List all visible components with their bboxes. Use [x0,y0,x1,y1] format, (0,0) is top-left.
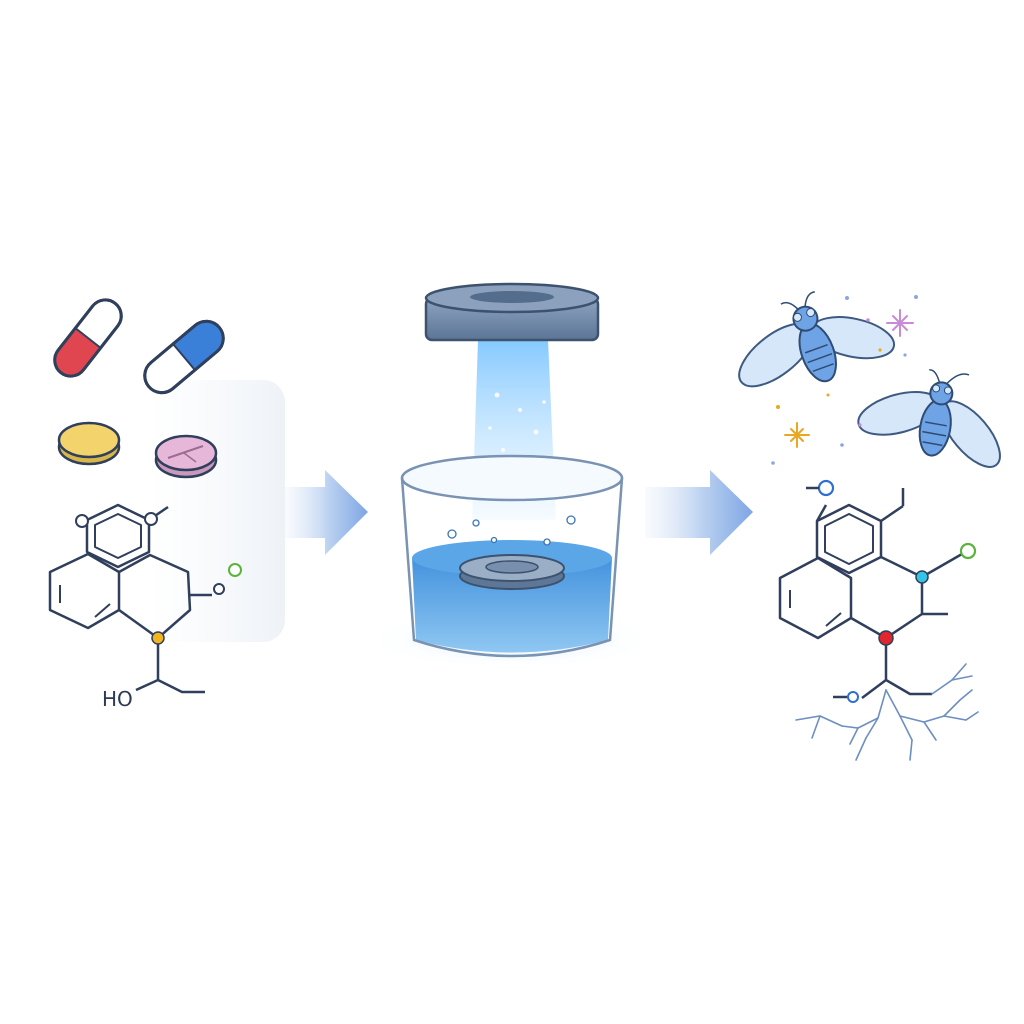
molecule-node-red [878,630,894,646]
molecule-node-green [959,542,977,560]
molecule-node-side [213,583,225,595]
molecule-node-top-right [144,512,158,526]
fly-icon [738,291,896,388]
molecule-node-yellow [151,631,165,645]
hydroxyl-label: HO [102,687,133,711]
arrow-left-to-center [285,470,368,555]
sparkle-icon [784,309,914,448]
capsule-blue-icon [143,319,225,395]
molecule-node-bottom [847,691,859,703]
sparkle-dots [771,295,918,465]
neuron-branch-icon [795,663,979,761]
molecule-node-cyan [915,570,929,584]
left-backdrop-panel [150,380,285,642]
molecule-node-blue [817,479,835,497]
fly-icon [857,369,1001,468]
capsule-red-icon [53,298,123,378]
tablet-pink-icon [154,434,218,479]
molecule-icon [778,488,963,699]
molecule-node-green [228,563,242,577]
photoreactor-icon [362,282,662,670]
molecule-node-top-left [75,514,89,528]
tablet-yellow-icon [57,421,121,466]
arrow-center-to-right [645,470,753,555]
